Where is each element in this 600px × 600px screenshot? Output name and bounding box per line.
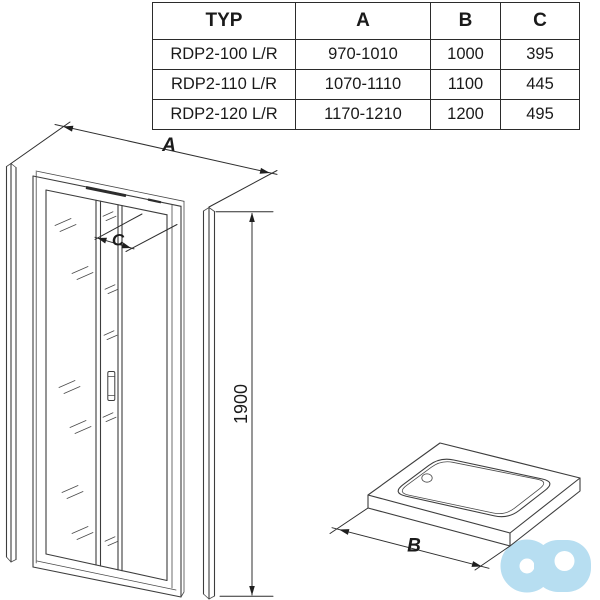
arrowhead [259, 167, 270, 174]
size-spec-table: TYP A B C RDP2-100 L/R 970-1010 1000 395… [152, 2, 580, 130]
glass-hatching-fold-strip [102, 211, 119, 546]
drawing-line [203, 207, 215, 600]
arrowhead [471, 561, 482, 567]
drawing-line [102, 211, 117, 221]
drawing-line [103, 330, 118, 340]
drawing-line [104, 284, 119, 294]
door-frame [32, 170, 185, 598]
table-row: RDP2-120 L/R 1170-1210 1200 495 [152, 99, 580, 130]
drawing-line [61, 485, 84, 499]
drawing-line [32, 566, 182, 598]
glass-hatching-left-panel [54, 218, 94, 540]
shower-tray-drawing [367, 442, 581, 547]
header-typ: TYP [152, 2, 296, 40]
drawing-line [85, 186, 127, 198]
drawing-line [147, 198, 162, 204]
cell-typ: RDP2-120 L/R [152, 99, 296, 130]
arrowhead [339, 529, 350, 535]
drawing-line [180, 200, 185, 598]
left-wall-profile [5, 162, 17, 563]
cell-b: 1100 [430, 69, 501, 100]
drawing-line [107, 376, 116, 396]
drawing-line [5, 162, 17, 563]
arrowhead [121, 242, 131, 249]
arrowhead [249, 212, 255, 222]
dimension-height-1900: 1900 [215, 211, 274, 597]
dimension-B-label: B [407, 536, 421, 557]
tray-inner-rim [397, 458, 551, 518]
dimension-B: B [329, 507, 511, 571]
top-rail-bracket [85, 186, 162, 204]
drawing-line [71, 526, 94, 540]
door-handle [107, 371, 116, 401]
drawing-line [102, 412, 117, 422]
drawing-line [45, 553, 168, 582]
logo-d-hole [554, 551, 575, 571]
cell-b: 1200 [430, 99, 501, 130]
drawing-line [10, 121, 278, 208]
drawing-line [95, 199, 123, 572]
drawing-line [45, 189, 168, 216]
right-wall-profile [202, 206, 216, 600]
dimension-height-label: 1900 [231, 384, 251, 424]
tray-side-faces [367, 477, 581, 547]
logo-c-ring [500, 539, 554, 593]
dimension-C: C [94, 213, 178, 252]
drawing-line [35, 170, 185, 202]
drawing-line [94, 213, 178, 252]
cell-c: 495 [500, 99, 580, 130]
cell-a: 1170-1210 [295, 99, 431, 130]
header-a: A [295, 2, 431, 40]
table-row: RDP2-100 L/R 970-1010 1000 395 [152, 39, 580, 70]
arrowhead [249, 586, 255, 596]
header-c: C [500, 2, 580, 40]
drawing-line [71, 266, 94, 280]
drawing-line [104, 536, 119, 546]
dimension-A: A [10, 121, 278, 208]
drawing-line [58, 380, 81, 394]
cell-typ: RDP2-110 L/R [152, 69, 296, 100]
drain-hole [421, 473, 433, 483]
drawing-line [69, 420, 92, 434]
drawing-line [54, 124, 278, 175]
table-row: RDP2-110 L/R 1070-1110 1100 445 [152, 69, 580, 100]
drawing-line [331, 527, 490, 569]
table-header-row: TYP A B C [152, 2, 580, 40]
drawing-line [36, 560, 177, 591]
dimension-A-label: A [161, 135, 176, 156]
drawing-line [215, 211, 274, 597]
drawing-line [202, 206, 216, 600]
drawing-line [107, 371, 116, 401]
arrowhead [63, 125, 74, 132]
fold-panel-mullions [95, 199, 123, 572]
dimension-C-label: C [112, 231, 125, 250]
cell-a: 1070-1110 [295, 69, 431, 100]
cell-c: 445 [500, 69, 580, 100]
drawing-line [54, 218, 77, 232]
watermark-logo [500, 539, 591, 593]
door-drawing [5, 162, 216, 600]
cell-c: 395 [500, 39, 580, 70]
cell-typ: RDP2-100 L/R [152, 39, 296, 70]
cell-a: 970-1010 [295, 39, 431, 70]
tray-basin-edge [401, 461, 545, 515]
cell-b: 1000 [430, 39, 501, 70]
arrowhead [97, 237, 107, 244]
header-b: B [430, 2, 501, 40]
